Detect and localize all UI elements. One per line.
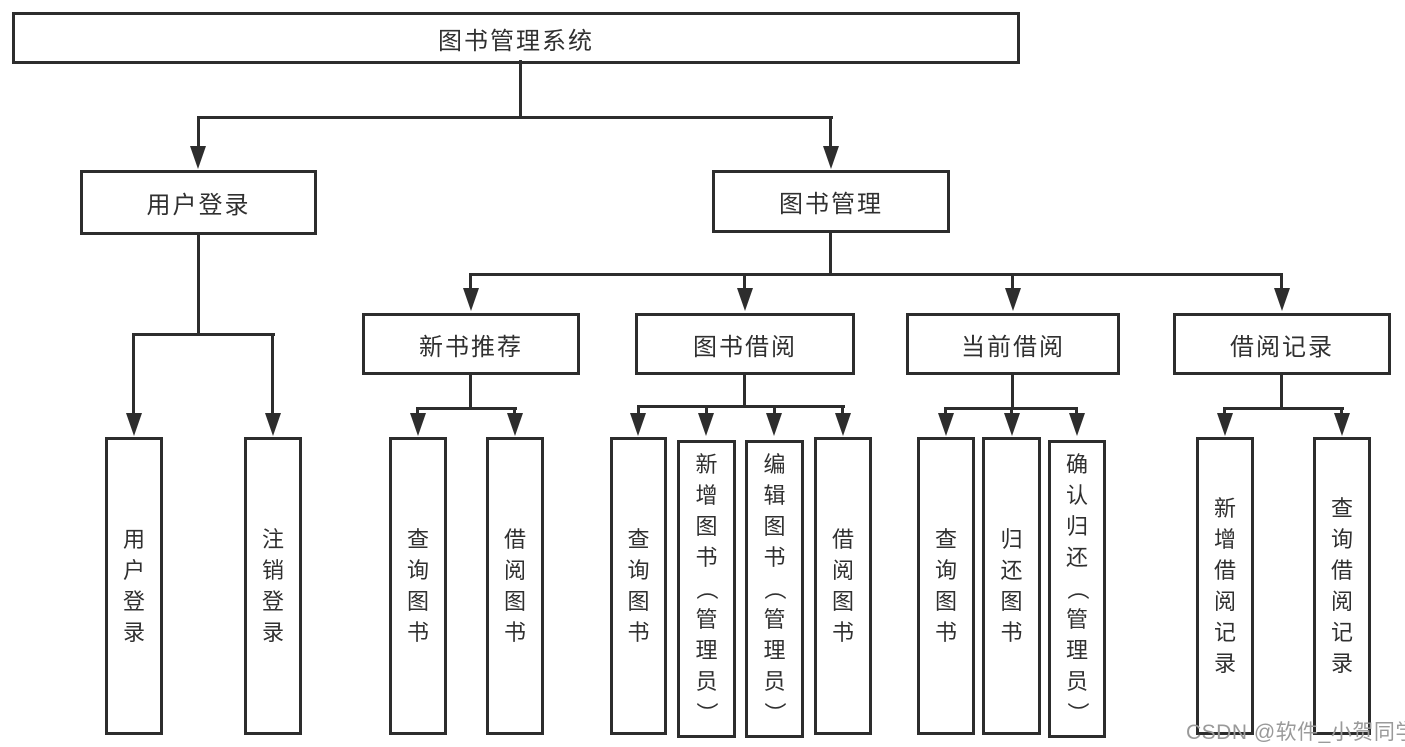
connector-line bbox=[197, 233, 200, 335]
arrow-down-icon bbox=[190, 146, 206, 169]
connector-line bbox=[513, 407, 516, 417]
leaf-borrow-add-books-label: 新增图书（管理员） bbox=[694, 452, 720, 725]
connector-line bbox=[1280, 373, 1283, 409]
connector-line bbox=[1075, 407, 1078, 417]
node-borrow-records: 借阅记录 bbox=[1173, 313, 1391, 375]
node-new-book-recommend: 新书推荐 bbox=[362, 313, 580, 375]
connector-line bbox=[705, 405, 708, 417]
arrow-down-icon bbox=[126, 413, 142, 436]
connector-line bbox=[470, 273, 1283, 276]
csdn-watermark: CSDN @软件_小贺同学 bbox=[1186, 721, 1405, 744]
arrow-down-icon bbox=[410, 413, 426, 436]
connector-line bbox=[416, 407, 517, 410]
leaf-current-return-books: 归还图书 bbox=[982, 437, 1041, 735]
leaf-borrow-borrow-books: 借阅图书 bbox=[814, 437, 872, 735]
connector-line bbox=[829, 116, 832, 149]
node-book-management-label: 图书管理 bbox=[779, 191, 883, 218]
leaf-logout-label: 注销登录 bbox=[261, 526, 284, 645]
connector-line bbox=[519, 60, 522, 118]
connector-line bbox=[944, 407, 947, 417]
arrow-down-icon bbox=[766, 413, 782, 436]
leaf-borrow-query-books: 查询图书 bbox=[610, 437, 667, 735]
arrow-down-icon bbox=[823, 146, 839, 169]
node-user-login-label: 用户登录 bbox=[146, 192, 251, 219]
leaf-rec-borrow-books-label: 借阅图书 bbox=[503, 526, 526, 645]
arrow-down-icon bbox=[1069, 413, 1085, 436]
arrow-down-icon bbox=[1217, 413, 1233, 436]
leaf-borrow-add-books: 新增图书（管理员） bbox=[677, 440, 736, 738]
leaf-borrow-borrow-books-label: 借阅图书 bbox=[831, 526, 854, 645]
connector-line bbox=[197, 116, 833, 119]
node-root-label: 图书管理系统 bbox=[438, 27, 594, 55]
arrow-down-icon bbox=[265, 413, 281, 436]
leaf-rec-query-books: 查询图书 bbox=[389, 437, 447, 735]
leaf-borrow-edit-books: 编辑图书（管理员） bbox=[745, 440, 804, 738]
connector-line bbox=[1223, 407, 1226, 417]
arrow-down-icon bbox=[1274, 288, 1290, 311]
leaf-user-login-label: 用户登录 bbox=[122, 526, 145, 645]
connector-line bbox=[637, 405, 640, 417]
leaf-borrow-edit-books-label: 编辑图书（管理员） bbox=[762, 452, 788, 725]
node-current-borrow-label: 当前借阅 bbox=[961, 333, 1065, 361]
connector-line bbox=[1340, 407, 1343, 417]
connector-line bbox=[416, 407, 419, 417]
leaf-user-login: 用户登录 bbox=[105, 437, 163, 735]
connector-line bbox=[1011, 273, 1014, 292]
connector-line bbox=[1010, 407, 1013, 417]
leaf-current-confirm-return-label: 确认归还（管理员） bbox=[1064, 452, 1090, 725]
connector-line bbox=[637, 405, 845, 408]
leaf-current-confirm-return: 确认归还（管理员） bbox=[1048, 440, 1106, 738]
leaf-records-add-record: 新增借阅记录 bbox=[1196, 437, 1254, 735]
arrow-down-icon bbox=[1004, 413, 1020, 436]
arrow-down-icon bbox=[1334, 413, 1350, 436]
node-user-login: 用户登录 bbox=[80, 170, 317, 235]
connector-line bbox=[1223, 407, 1344, 410]
node-book-borrow-label: 图书借阅 bbox=[693, 333, 797, 361]
connector-line bbox=[132, 333, 275, 336]
leaf-records-query-record: 查询借阅记录 bbox=[1313, 437, 1371, 735]
node-book-management: 图书管理 bbox=[712, 170, 950, 233]
connector-line bbox=[743, 273, 746, 292]
leaf-rec-borrow-books: 借阅图书 bbox=[486, 437, 544, 735]
node-new-book-recommend-label: 新书推荐 bbox=[419, 333, 523, 361]
arrow-down-icon bbox=[463, 288, 479, 311]
leaf-current-query-books-label: 查询图书 bbox=[934, 526, 957, 645]
connector-line bbox=[469, 373, 472, 409]
connector-line bbox=[132, 333, 135, 415]
node-borrow-records-label: 借阅记录 bbox=[1230, 333, 1334, 361]
leaf-current-return-books-label: 归还图书 bbox=[1000, 526, 1023, 645]
arrow-down-icon bbox=[698, 413, 714, 436]
connector-line bbox=[829, 231, 832, 275]
leaf-records-add-record-label: 新增借阅记录 bbox=[1213, 495, 1236, 676]
leaf-current-query-books: 查询图书 bbox=[917, 437, 975, 735]
connector-line bbox=[1011, 373, 1014, 409]
connector-line bbox=[197, 116, 200, 149]
arrow-down-icon bbox=[737, 288, 753, 311]
connector-line bbox=[773, 405, 776, 417]
connector-line bbox=[469, 273, 472, 292]
connector-line bbox=[1280, 273, 1283, 292]
leaf-rec-query-books-label: 查询图书 bbox=[406, 526, 429, 645]
connector-line bbox=[743, 373, 746, 407]
connector-line bbox=[271, 333, 274, 415]
connector-line bbox=[841, 405, 844, 417]
node-book-borrow: 图书借阅 bbox=[635, 313, 855, 375]
arrow-down-icon bbox=[507, 413, 523, 436]
arrow-down-icon bbox=[835, 413, 851, 436]
leaf-borrow-query-books-label: 查询图书 bbox=[627, 526, 650, 645]
leaf-logout: 注销登录 bbox=[244, 437, 302, 735]
node-current-borrow: 当前借阅 bbox=[906, 313, 1120, 375]
node-root: 图书管理系统 bbox=[12, 12, 1020, 64]
arrow-down-icon bbox=[938, 413, 954, 436]
arrow-down-icon bbox=[630, 413, 646, 436]
leaf-records-query-record-label: 查询借阅记录 bbox=[1330, 495, 1353, 676]
arrow-down-icon bbox=[1005, 288, 1021, 311]
